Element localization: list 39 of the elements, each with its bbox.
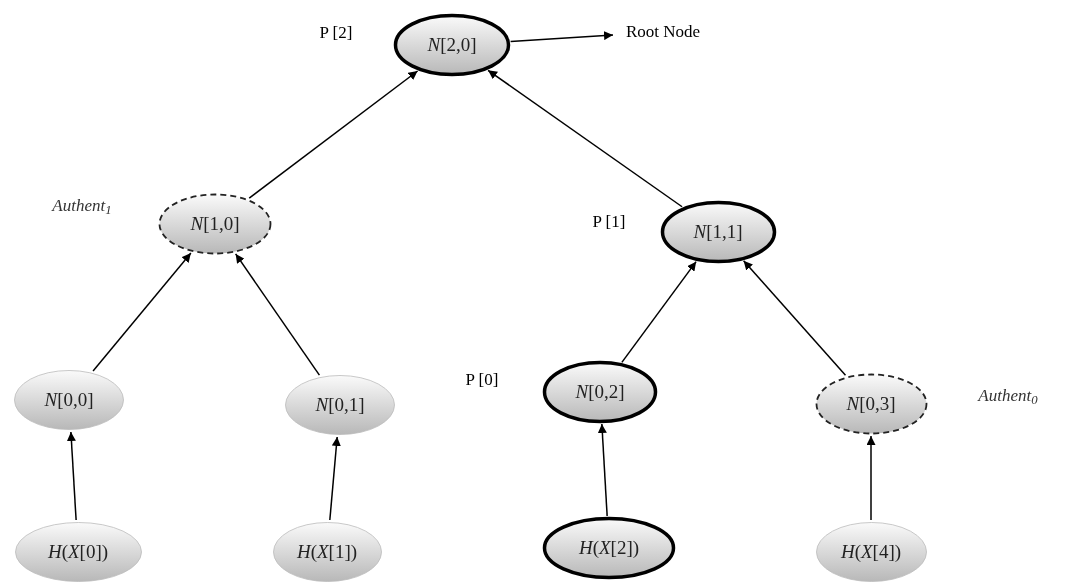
arrow — [66, 431, 77, 521]
node-label: N[1,1] — [693, 219, 743, 244]
node-label: N[0,2] — [575, 379, 625, 404]
tree-node-ellipse — [12, 520, 144, 584]
node-label: H(X[0]) — [47, 539, 109, 564]
tree-node-ellipse — [12, 368, 126, 432]
arrow — [509, 31, 614, 43]
root-node-label: Root Node — [613, 20, 713, 44]
tree-node-ellipse — [542, 516, 676, 580]
tree-node-ellipse — [157, 192, 273, 256]
node-annotation: P [0] — [465, 369, 499, 392]
tree-node-ellipse — [813, 520, 929, 584]
node-label: N[0,1] — [315, 392, 365, 417]
node-annotation: P [2] — [319, 22, 353, 45]
arrow — [234, 253, 321, 376]
node-label: N[0,0] — [44, 387, 94, 412]
arrow — [621, 260, 697, 364]
tree-node-ellipse — [659, 200, 777, 264]
tree-node-ellipse — [283, 373, 397, 437]
tree-node-ellipse — [270, 520, 384, 584]
tree-node-ellipse — [542, 360, 658, 424]
node-label: H(X[4]) — [840, 539, 902, 564]
node-label: N[1,0] — [190, 211, 240, 236]
arrow — [248, 70, 419, 199]
arrow — [866, 435, 876, 521]
arrow — [92, 252, 192, 372]
node-annotation: Authent$_{0}$ — [978, 385, 1038, 409]
node-label: H(X[2]) — [578, 535, 640, 560]
node-annotation: Authent$_{1}$ — [52, 195, 112, 219]
arrow — [597, 423, 608, 517]
arrow — [329, 436, 341, 521]
arrow — [742, 260, 847, 377]
node-label: H(X[1]) — [296, 539, 358, 564]
tree-node-ellipse — [813, 372, 929, 436]
node-label: N[0,3] — [846, 391, 896, 416]
node-label: N[2,0] — [427, 32, 477, 57]
arrow — [487, 69, 683, 208]
node-annotation: P [1] — [592, 211, 626, 234]
tree-node-ellipse — [393, 13, 511, 77]
